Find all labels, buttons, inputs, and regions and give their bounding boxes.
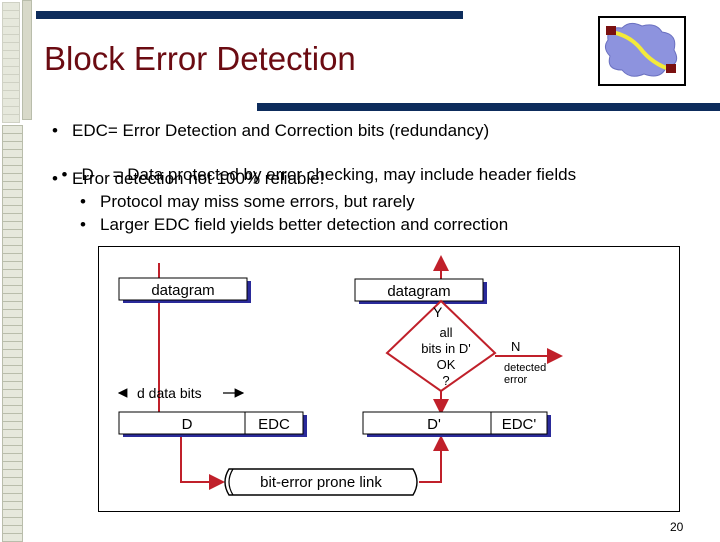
- link-label: bit-error prone link: [260, 474, 382, 491]
- sender-datagram-box: datagram: [118, 277, 251, 303]
- detected-error-line1: detected: [504, 362, 546, 374]
- detected-error-line2: error: [504, 374, 528, 386]
- bullet-marker: •: [80, 192, 86, 211]
- d-data-bits-label: d data bits: [137, 385, 202, 401]
- bullet-text: Larger EDC field yields better detection…: [100, 215, 509, 234]
- receiver-frame-box: D' EDC': [362, 411, 551, 437]
- strip-square: [2, 114, 20, 123]
- top-rule: [36, 11, 463, 19]
- sender-edc-label: EDC: [258, 416, 290, 433]
- error-detection-diagram: datagram datagram Y all bits in D' OK ? …: [98, 246, 680, 512]
- page-number: 20: [670, 520, 684, 534]
- bullet-text: EDC= Error Detection and Correction bits…: [72, 121, 490, 140]
- decision-no-label: N: [511, 339, 520, 354]
- decision-line1: all: [439, 325, 452, 340]
- d-data-bits-span: d data bits: [117, 385, 245, 401]
- bullet-d: • D = Data protected by error checking, m…: [52, 145, 576, 185]
- sub-bullet-edc-size: • Larger EDC field yields better detectio…: [80, 215, 508, 235]
- bullet-marker: •: [52, 121, 58, 140]
- bullet-marker: •: [52, 169, 58, 188]
- receiver-datagram-box: datagram: [354, 278, 487, 304]
- bullet-text: Protocol may miss some errors, but rarel…: [100, 192, 415, 211]
- decision-line4: ?: [442, 373, 449, 388]
- bit-error-link: bit-error prone link: [224, 468, 418, 496]
- bullet-reliability: • Error detection not 100% reliable!: [52, 169, 324, 189]
- decision-yes-label: Y: [433, 304, 443, 320]
- receiver-datagram-label: datagram: [387, 283, 450, 300]
- slide-title: Block Error Detection: [44, 40, 356, 77]
- bullet-marker: •: [80, 215, 86, 234]
- sender-datagram-label: datagram: [151, 282, 214, 299]
- strip-square: [2, 533, 23, 542]
- decision-diamond: Y all bits in D' OK ? N detected error: [385, 299, 546, 393]
- sender-flow-line: [158, 263, 225, 490]
- network-logo-icon: [598, 16, 686, 86]
- left-vertical-bar: [22, 0, 32, 120]
- receiver-edc-label: EDC': [502, 416, 537, 433]
- middle-rule: [257, 103, 720, 111]
- decision-line3: OK: [437, 357, 456, 372]
- decision-line2: bits in D': [421, 341, 470, 356]
- sender-d-label: D: [182, 416, 193, 433]
- left-decorative-strip: [0, 0, 34, 542]
- bullet-text: D = Data protected by error checking, ma…: [81, 165, 577, 184]
- bullet-edc: • EDC= Error Detection and Correction bit…: [52, 121, 489, 141]
- bullet-text: Error detection not 100% reliable!: [72, 169, 325, 188]
- sender-frame-box: D EDC: [118, 411, 307, 437]
- receiver-d-label: D': [427, 416, 441, 433]
- bullet-marker: •: [61, 165, 68, 184]
- sub-bullet-protocol: • Protocol may miss some errors, but rare…: [80, 192, 415, 212]
